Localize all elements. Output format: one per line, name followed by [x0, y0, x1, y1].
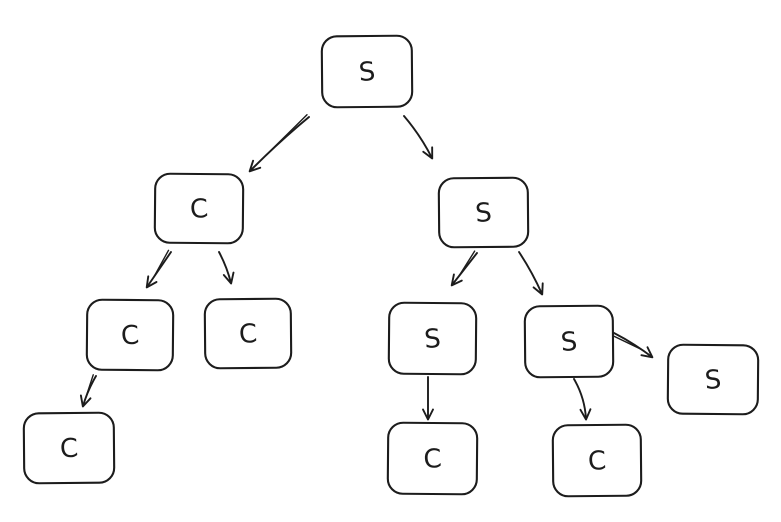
edge-overdraw-n1-n3	[153, 249, 170, 278]
node-box	[666, 343, 760, 416]
node-label: S	[423, 324, 442, 355]
node-box	[85, 298, 175, 372]
node-label: S	[474, 198, 493, 229]
node-c-1: C	[153, 172, 245, 245]
node-label: C	[120, 320, 140, 351]
edge-n1-n3	[145, 251, 172, 289]
edge-overdraw-n6-n7	[611, 334, 643, 351]
edge-n1-n4	[218, 251, 235, 285]
node-box	[153, 172, 245, 245]
node-box	[320, 34, 414, 109]
edge-n6-n10	[573, 378, 592, 421]
node-label: C	[59, 433, 79, 464]
edge-overdraw-n3-n8	[85, 374, 94, 398]
edge-n0-n2	[403, 115, 434, 160]
node-s-0: S	[320, 34, 414, 109]
node-s-5: S	[387, 301, 478, 376]
node-label: S	[358, 57, 377, 88]
edge-overdraw-n0-n1	[265, 114, 308, 156]
node-c-3: C	[85, 298, 175, 372]
edge-overdraw-n2-n5	[458, 250, 476, 277]
edge-n2-n6	[518, 251, 544, 296]
node-box	[22, 411, 116, 485]
node-s-6: S	[523, 304, 615, 379]
node-box	[523, 304, 615, 379]
node-label: C	[189, 194, 209, 225]
node-box	[203, 297, 293, 370]
node-box	[387, 301, 478, 376]
node-c-8: C	[22, 411, 116, 485]
edges-layer	[79, 114, 654, 421]
node-box	[386, 421, 479, 496]
node-label: C	[587, 446, 607, 477]
edge-n6-n7	[613, 332, 654, 359]
node-label: S	[560, 327, 579, 358]
node-label: S	[704, 365, 723, 396]
node-s-2: S	[437, 176, 530, 249]
node-box	[551, 423, 643, 498]
node-c-4: C	[203, 297, 293, 370]
node-label: C	[238, 319, 258, 350]
node-s-7: S	[666, 343, 760, 416]
node-c-10: C	[551, 423, 643, 498]
node-label: C	[422, 444, 442, 475]
edge-n2-n5	[450, 252, 478, 287]
node-c-9: C	[386, 421, 479, 496]
node-box	[437, 176, 530, 249]
nodes-layer: S C S C C S S S C C C	[22, 34, 760, 498]
edge-n3-n8	[79, 375, 97, 408]
edge-n0-n1	[248, 116, 310, 173]
